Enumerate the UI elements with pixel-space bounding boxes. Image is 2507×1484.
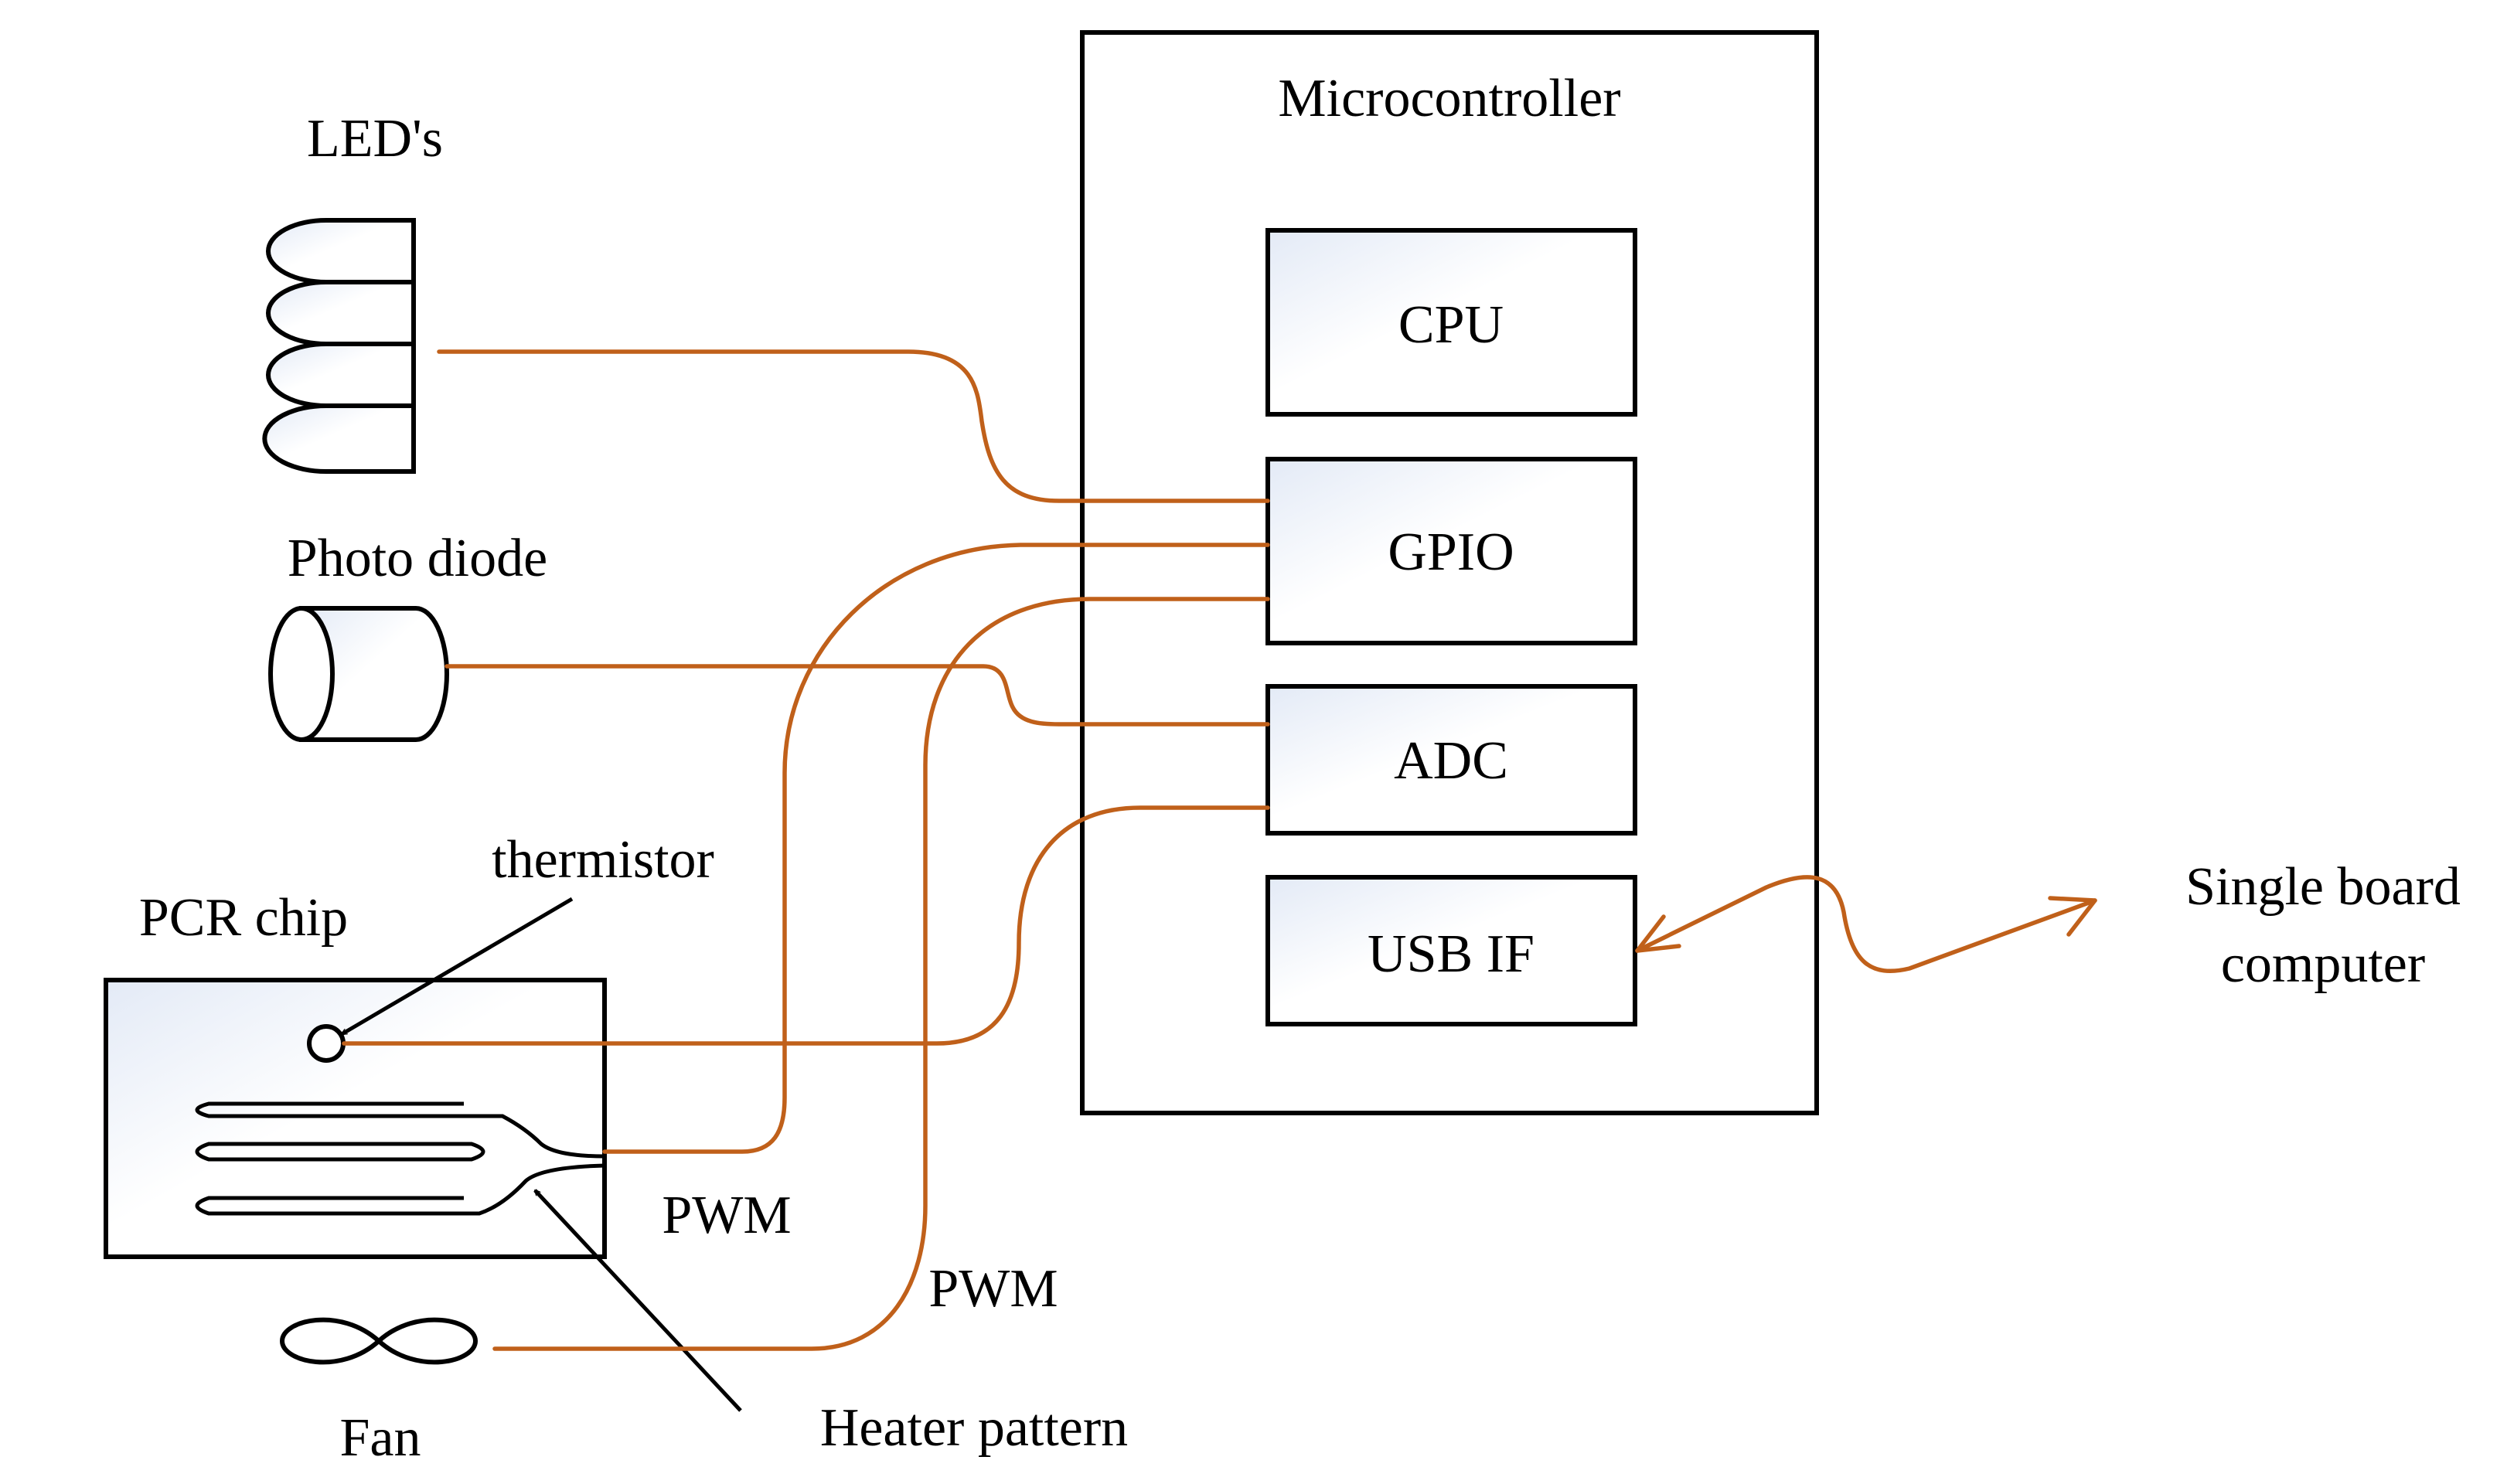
heater-pattern-icon — [195, 1101, 605, 1216]
thermistor-label: thermistor — [492, 830, 714, 890]
usb-if-module — [1265, 875, 1637, 1026]
wire-leds-gpio — [437, 349, 1270, 503]
adc-label: ADC — [1394, 731, 1508, 791]
pwm-heater-label: PWM — [662, 1186, 791, 1245]
heater-pattern-label: Heater pattern — [820, 1398, 1128, 1458]
adc-module — [1265, 684, 1637, 836]
fan-icon — [279, 1317, 479, 1365]
wire-photodiode-adc — [445, 664, 1270, 727]
cpu-module — [1265, 228, 1637, 417]
wire-thermistor-adc — [342, 805, 1270, 1046]
gpio-label: GPIO — [1388, 522, 1514, 582]
thermistor-icon — [307, 1024, 346, 1063]
pwm-fan-label: PWM — [928, 1259, 1058, 1319]
microcontroller-block: Microcontroller CPU GPIO ADC USB IF — [1080, 30, 1819, 1115]
gpio-module — [1265, 457, 1637, 645]
signal-wires — [342, 349, 2097, 1351]
single-board-computer-label-line1: Single board — [2185, 857, 2461, 917]
single-board-computer-label-line2: computer — [2221, 934, 2425, 994]
usb-arrowhead-right — [2048, 896, 2097, 937]
leds-component: LED's — [262, 109, 443, 474]
photo-diode-component: Photo diode — [268, 529, 547, 742]
photo-diode-icon — [268, 606, 449, 742]
microcontroller-frame — [1080, 30, 1819, 1115]
microcontroller-title: Microcontroller — [1278, 69, 1620, 128]
leds-label: LED's — [307, 109, 443, 168]
thermistor-pointer-arrow — [342, 897, 574, 1036]
pcr-chip-label: PCR chip — [139, 888, 348, 948]
single-board-computer: Single board computer — [2185, 857, 2461, 994]
led-icon — [262, 218, 416, 474]
wire-fan-gpio-pwm — [492, 597, 1270, 1351]
wire-heater-gpio-pwm — [602, 543, 1270, 1154]
fan-component: Fan — [279, 1317, 479, 1468]
usb-if-label: USB IF — [1368, 924, 1535, 984]
usb-arrowhead-left — [1635, 914, 1681, 953]
heater-pattern-pointer-arrow — [533, 1189, 742, 1412]
cpu-label: CPU — [1398, 295, 1504, 355]
fan-label: Fan — [340, 1408, 421, 1468]
pcr-chip-body — [104, 978, 607, 1259]
pcr-chip-component: PCR chip — [104, 888, 607, 1259]
wire-usb-sbc — [1635, 875, 2097, 973]
photo-diode-label: Photo diode — [288, 529, 547, 588]
